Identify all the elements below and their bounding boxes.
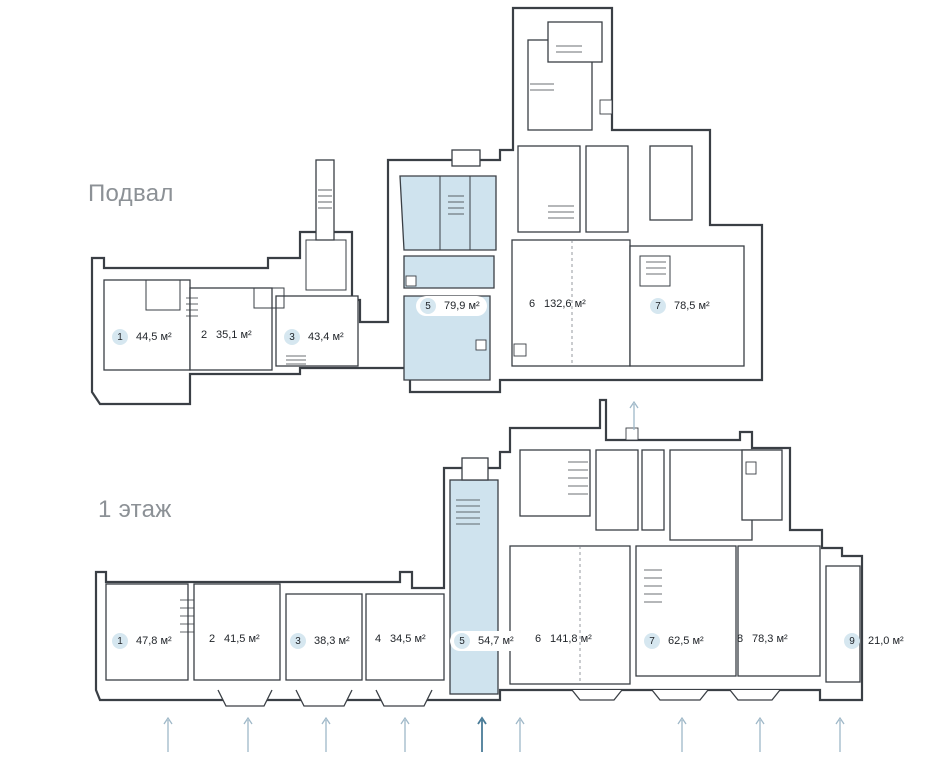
room-label[interactable]: 2 35,1 м² [200, 329, 252, 341]
room-label[interactable]: 1 47,8 м² [112, 633, 172, 649]
room-area: 141,8 м² [550, 633, 592, 645]
room-number-badge: 1 [112, 329, 128, 345]
room-area: 41,5 м² [224, 633, 260, 645]
room-label[interactable]: 9 21,0 м² [844, 633, 904, 649]
room-area: 54,7 м² [478, 635, 514, 647]
room-label[interactable]: 8 78,3 м² [736, 633, 788, 645]
room-area: 47,8 м² [136, 635, 172, 647]
room-label[interactable]: 5 54,7 м² [450, 631, 521, 651]
ground-room-2[interactable] [193, 583, 281, 681]
room-label[interactable]: 6 132,6 м² [528, 298, 586, 310]
ground-floor-plan [94, 398, 864, 707]
room-area: 79,9 м² [444, 300, 480, 312]
room-number-badge: 5 [454, 633, 470, 649]
room-area: 78,3 м² [752, 633, 788, 645]
room-number-badge: 7 [650, 298, 666, 314]
room-label[interactable]: 3 38,3 м² [290, 633, 350, 649]
room-label[interactable]: 6 141,8 м² [534, 633, 592, 645]
room-number-badge: 5 [420, 298, 436, 314]
entry-arrows [163, 400, 845, 752]
room-area: 38,3 м² [314, 635, 350, 647]
ground-room-9[interactable] [825, 565, 861, 683]
ground-room-4[interactable] [365, 593, 445, 681]
room-label[interactable]: 1 44,5 м² [112, 329, 172, 345]
room-number-badge: 3 [290, 633, 306, 649]
room-label[interactable]: 5 79,9 м² [416, 296, 487, 316]
floor-title-basement: Подвал [88, 180, 174, 207]
room-label[interactable]: 4 34,5 м² [374, 633, 426, 645]
room-area: 34,5 м² [390, 633, 426, 645]
ground-room-8[interactable] [737, 545, 821, 677]
room-number: 8 [736, 633, 744, 645]
room-number: 6 [528, 298, 536, 310]
ground-room-5-highlight[interactable] [449, 479, 499, 695]
room-number: 6 [534, 633, 542, 645]
room-area: 44,5 м² [136, 331, 172, 343]
basement-room-1[interactable] [103, 279, 191, 371]
basement-plan [90, 6, 764, 406]
room-label[interactable]: 7 62,5 м² [644, 633, 704, 649]
room-number: 2 [200, 329, 208, 341]
room-area: 62,5 м² [668, 635, 704, 647]
room-area: 132,6 м² [544, 298, 586, 310]
room-area: 78,5 м² [674, 300, 710, 312]
floor-title-ground: 1 этаж [98, 496, 172, 523]
room-number: 2 [208, 633, 216, 645]
basement-room-6[interactable] [511, 239, 631, 367]
room-area: 35,1 м² [216, 329, 252, 341]
room-label[interactable]: 2 41,5 м² [208, 633, 260, 645]
ground-room-7[interactable] [635, 545, 737, 677]
room-label[interactable]: 7 78,5 м² [650, 298, 710, 314]
basement-room-7[interactable] [629, 245, 745, 367]
ground-room-1[interactable] [105, 583, 189, 681]
ground-room-6[interactable] [509, 545, 631, 685]
room-number-badge: 9 [844, 633, 860, 649]
room-area: 21,0 м² [868, 635, 904, 647]
basement-room-2[interactable] [189, 287, 273, 371]
room-number-badge: 1 [112, 633, 128, 649]
room-label[interactable]: 3 43,4 м² [284, 329, 344, 345]
room-number-badge: 3 [284, 329, 300, 345]
room-number: 4 [374, 633, 382, 645]
room-area: 43,4 м² [308, 331, 344, 343]
room-number-badge: 7 [644, 633, 660, 649]
